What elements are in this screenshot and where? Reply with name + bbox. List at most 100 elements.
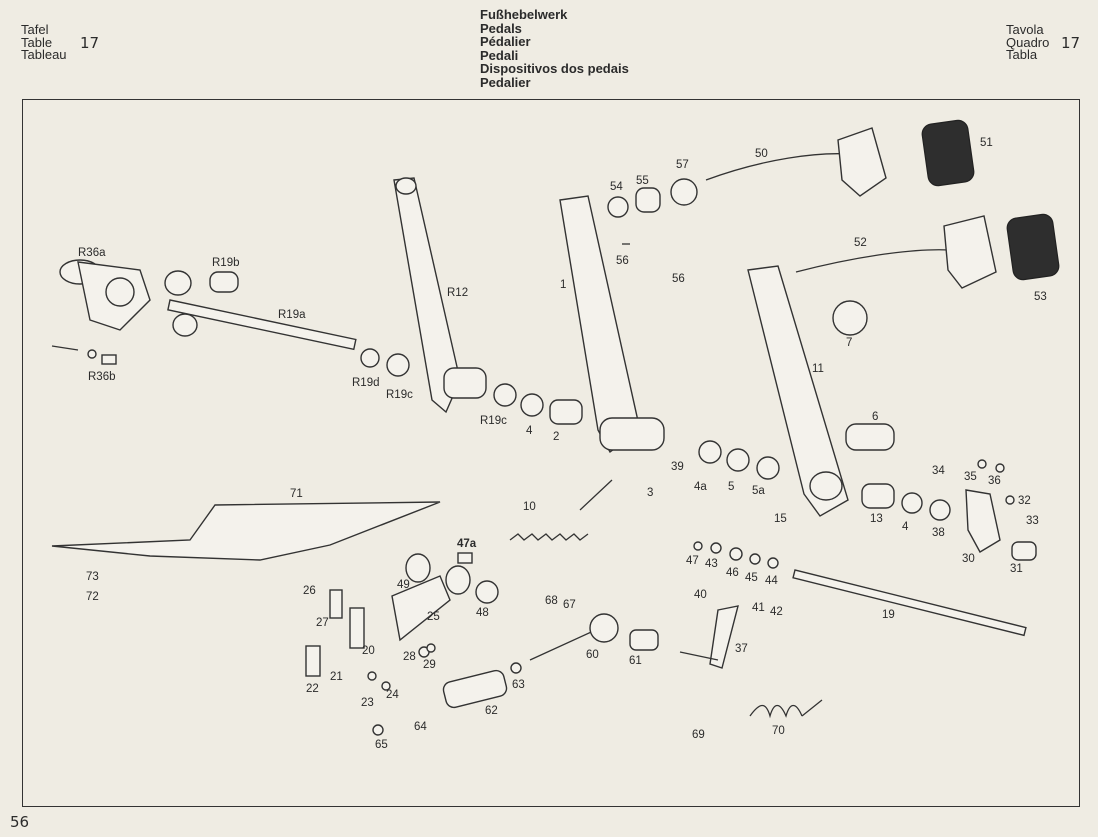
part-label: 7 <box>846 337 852 349</box>
part-label: 65 <box>375 739 388 751</box>
part-label: R19d <box>352 377 380 389</box>
part-label: 38 <box>932 527 945 539</box>
part-label: 56 <box>672 273 685 285</box>
header-title-line: Pedalier <box>480 74 531 90</box>
header-right-line: Quadro <box>1006 34 1050 50</box>
part-label: 24 <box>386 689 399 701</box>
header-right-line: Tavola <box>1006 22 1044 37</box>
part-label: 51 <box>980 137 993 149</box>
pedal-rod-50 <box>705 153 861 181</box>
part-label: 21 <box>330 671 343 683</box>
part-label: 68 <box>545 595 558 607</box>
part-label: 5 <box>728 481 734 493</box>
part-label: 22 <box>306 683 319 695</box>
rod-60 <box>529 627 601 661</box>
part-label: 41 <box>752 602 765 614</box>
part-label: 67 <box>563 599 576 611</box>
part-label: 29 <box>423 659 436 671</box>
table-number-right: 17 <box>1061 34 1081 52</box>
part-label: R19c <box>386 389 413 401</box>
part-label: R36a <box>78 247 106 259</box>
header-left: Tafel Table Tableau <box>21 22 67 62</box>
part-label: 49 <box>397 579 410 591</box>
part-label: 72 <box>86 591 99 603</box>
part-label: 10 <box>523 501 536 513</box>
part-label: 1 <box>560 279 566 291</box>
header-right-line: Tabla <box>1006 47 1038 62</box>
pedal-plate-52 <box>943 215 997 289</box>
header-title-line: Pedals <box>480 20 522 36</box>
part-label: 28 <box>403 651 416 663</box>
header-left-line: Tableau <box>21 47 67 62</box>
cap-7 <box>832 300 868 336</box>
header-left-line: Table <box>21 34 53 50</box>
part-label: 54 <box>610 181 623 193</box>
diagram-frame <box>22 99 1080 807</box>
part-label: 53 <box>1034 291 1047 303</box>
spring-70 <box>749 699 823 719</box>
part-label: 35 <box>964 471 977 483</box>
bracket-parts <box>305 553 499 677</box>
header-left-line: Tafel <box>21 22 49 37</box>
pedal-pad-51 <box>921 119 975 187</box>
page-number: 56 <box>10 813 30 831</box>
part-label: 36 <box>988 475 1001 487</box>
part-label: 63 <box>512 679 525 691</box>
shaft-19 <box>792 569 1027 637</box>
part-label: 15 <box>774 513 787 525</box>
spring-10 <box>509 479 613 541</box>
part-label: 34 <box>932 465 945 477</box>
part-label: 39 <box>671 461 684 473</box>
part-label: 73 <box>86 571 99 583</box>
part-label: 26 <box>303 585 316 597</box>
part-label: R36b <box>88 371 116 383</box>
part-label: 3 <box>647 487 653 499</box>
plate-62 <box>442 669 508 709</box>
hardware-parts <box>367 243 1015 736</box>
pedal-plate-50 <box>837 127 887 197</box>
part-label: 37 <box>735 643 748 655</box>
part-label: 64 <box>414 721 427 733</box>
part-label: 71 <box>290 488 303 500</box>
part-label: 40 <box>694 589 707 601</box>
part-labels: R36a R19b R19a R12 1 54 55 57 50 51 52 5… <box>78 137 1047 751</box>
part-label: 2 <box>553 431 559 443</box>
pedal-pad-53 <box>1006 213 1060 281</box>
part-label: 5a <box>752 485 765 497</box>
part-label: R12 <box>447 287 468 299</box>
header-title-line: Pedali <box>480 47 519 63</box>
part-label: 25 <box>427 611 440 623</box>
part-label: 50 <box>755 148 768 160</box>
header-title-line: Dispositivos dos pedais <box>480 61 629 76</box>
part-label: 61 <box>629 655 642 667</box>
pedal-lever-11 <box>747 265 849 517</box>
header-right: Tavola Quadro Tabla <box>1006 22 1050 62</box>
part-label: 11 <box>812 363 824 375</box>
part-label: 27 <box>316 617 329 629</box>
part-label: 55 <box>636 175 649 187</box>
part-label: 70 <box>772 725 785 737</box>
header-title: Fußhebelwerk Pedals Pédalier Pedali Disp… <box>480 8 629 89</box>
part-label: 32 <box>1018 495 1031 507</box>
part-label: 4 <box>902 521 909 533</box>
part-label: 30 <box>962 553 975 565</box>
part-label: 6 <box>872 411 878 423</box>
part-label: 44 <box>765 575 778 587</box>
part-label: 52 <box>854 237 867 249</box>
part-label: 56 <box>616 255 629 267</box>
part-label: 47a <box>457 538 477 550</box>
part-label: 4 <box>526 425 533 437</box>
part-label: 62 <box>485 705 498 717</box>
part-label: 45 <box>745 572 758 584</box>
part-label: 48 <box>476 607 489 619</box>
part-label: 57 <box>676 159 689 171</box>
cover-plate-71 <box>51 501 441 561</box>
part-label: 13 <box>870 513 883 525</box>
bolt-parts <box>51 345 117 365</box>
part-label: 20 <box>362 645 375 657</box>
bushing-parts <box>360 348 1037 561</box>
linkage-30 <box>965 489 1001 553</box>
pedal-shaft-part <box>59 259 357 351</box>
part-label: 19 <box>882 609 895 621</box>
